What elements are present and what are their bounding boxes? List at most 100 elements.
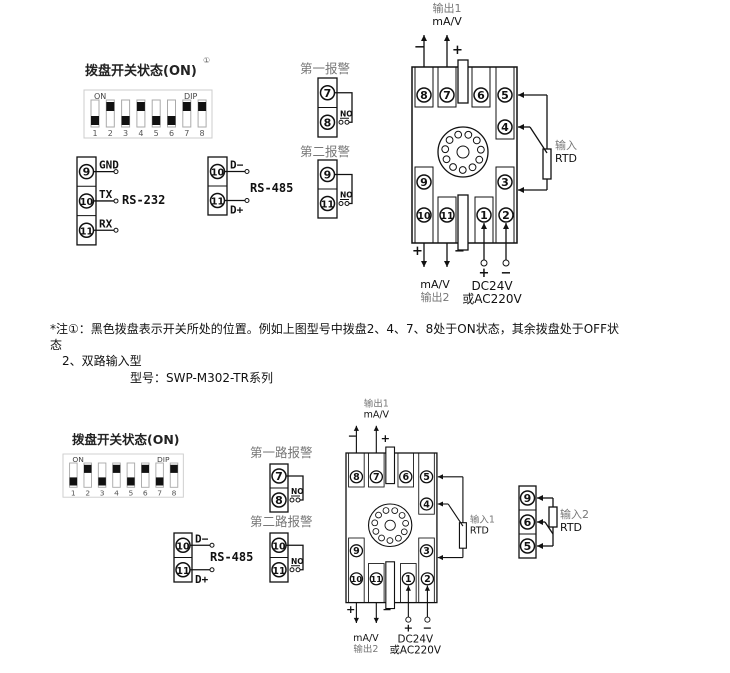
terminal-cell <box>495 166 515 244</box>
wire <box>286 544 304 571</box>
model-label: 型号：SWP-M302-TR系列 <box>130 371 273 385</box>
center-hole <box>456 145 470 159</box>
power-label-ac: 或AC220V <box>462 292 522 306</box>
dip-switch-5: 5 <box>151 99 161 138</box>
terminal-circle <box>319 114 336 130</box>
dip-number: 4 <box>138 129 143 138</box>
terminal-circle <box>349 572 364 586</box>
pin-hole <box>445 136 454 144</box>
contact-no-label: NO <box>340 109 353 118</box>
minus-sign: − <box>423 622 432 635</box>
dip-number: 5 <box>128 489 133 498</box>
signal-D+: D+ <box>190 567 215 586</box>
dip-slot <box>121 99 131 128</box>
output2-label: 输出2 <box>421 290 450 304</box>
power-label-ac: 或AC220V <box>390 645 441 657</box>
terminal-cell <box>495 66 515 140</box>
arrow-head-icon <box>437 555 443 561</box>
terminal-circle <box>78 222 95 238</box>
dip-on-label: ON <box>94 92 106 101</box>
dip-number: 7 <box>157 489 162 498</box>
wire <box>335 92 353 123</box>
dip-title: 拨盘开关状态(ON) <box>72 432 180 447</box>
terminal-circle <box>271 562 287 578</box>
wire <box>335 173 353 205</box>
dip-knob-on <box>198 102 207 111</box>
minus-sign: − <box>348 429 357 442</box>
pin-hole <box>372 528 380 535</box>
dip-number: 3 <box>123 129 128 138</box>
dip-slot <box>83 462 92 488</box>
terminal-number: 11 <box>176 566 189 577</box>
power-terminal-point <box>424 616 431 623</box>
wire-end <box>113 198 119 204</box>
terminal-number: 9 <box>353 546 360 557</box>
rtd-label: RTD <box>470 526 489 537</box>
alarm-title: 第一报警 <box>300 61 350 76</box>
plus-sign: + <box>479 266 490 281</box>
signal-label: TX <box>99 188 113 201</box>
dip-switch-3: 3 <box>121 99 131 138</box>
terminal-number: 5 <box>524 540 532 553</box>
output1-unit: mA/V <box>432 15 462 28</box>
terminal-circle <box>399 470 413 484</box>
terminal-number: 8 <box>324 116 332 129</box>
input-label: 输入1 <box>470 514 495 526</box>
dip-number: 2 <box>108 129 113 138</box>
minus-sign: − <box>414 40 425 55</box>
note-mark: ① <box>203 56 210 65</box>
wire <box>544 521 554 535</box>
alarm-title: 第一路报警 <box>250 445 313 460</box>
arrow-head-icon <box>353 425 359 431</box>
dip-switch-8: 8 <box>169 462 179 497</box>
terminal-number: 2 <box>424 574 431 585</box>
terminal-number: 6 <box>477 89 485 102</box>
signal-label: D− <box>195 532 209 545</box>
signal-RX: RX <box>94 217 119 233</box>
terminal-circle <box>78 193 95 209</box>
signal-D+: D+ <box>225 198 250 217</box>
dip-slot <box>69 462 78 488</box>
dip-label: DIP <box>184 92 198 101</box>
arrow-head-icon <box>444 35 450 41</box>
signal-label: D+ <box>195 573 209 586</box>
alarm-title: 第二路报警 <box>250 514 313 529</box>
socket-key <box>457 59 469 104</box>
arrow-head-icon <box>437 474 443 480</box>
alarm-title: 第二报警 <box>300 144 350 159</box>
output1-label: 输出1 <box>433 1 462 15</box>
dip-switch-6: 6 <box>141 462 150 497</box>
power-terminal-point <box>502 259 510 267</box>
pin-hole <box>468 163 477 172</box>
terminal-circle <box>416 87 432 103</box>
terminal-circle <box>209 192 226 209</box>
terminal-number: 11 <box>80 226 93 237</box>
pin-hole <box>442 155 451 164</box>
terminal-number: 8 <box>353 472 360 483</box>
dip-slot <box>167 99 176 128</box>
dip-number: 7 <box>184 129 189 138</box>
socket-key <box>457 194 469 251</box>
socket-key <box>385 446 396 485</box>
dip-number: 2 <box>85 489 90 498</box>
contact-point <box>344 201 350 206</box>
arrow-head-icon <box>537 543 543 549</box>
rtd-resistor <box>548 506 558 528</box>
signal-label: D− <box>230 159 244 172</box>
terminal-number: 10 <box>211 168 225 179</box>
contact-point <box>289 567 295 573</box>
dip-slot <box>112 462 121 488</box>
pin-hole <box>382 507 390 514</box>
terminal-circle <box>419 544 434 558</box>
terminal-circle <box>369 470 384 484</box>
dip-switch-8: 8 <box>197 99 207 138</box>
arrow-head-icon <box>373 425 379 431</box>
output2-unit: mA/V <box>353 633 379 644</box>
pin-hole <box>375 511 382 519</box>
plus-sign: + <box>404 622 413 635</box>
terminal-cell <box>418 452 435 515</box>
contact-no-label: NO <box>291 487 304 496</box>
